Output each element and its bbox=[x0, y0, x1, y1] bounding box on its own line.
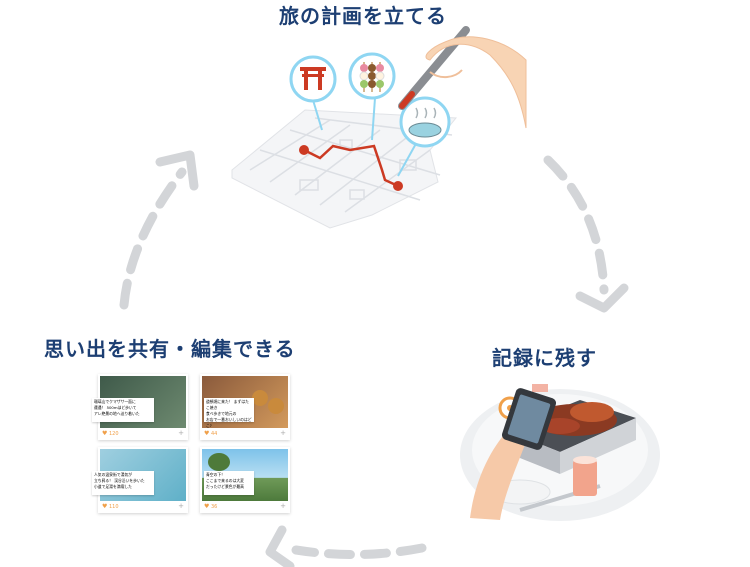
card-caption-3: 人気の温泉街で湯気が 立ち昇る！ 渓谷沿いを歩いた 小道で足湯を満喫した bbox=[92, 471, 154, 495]
plus-icon[interactable]: + bbox=[178, 502, 184, 510]
plus-icon[interactable]: + bbox=[178, 429, 184, 437]
cup-icon bbox=[573, 456, 597, 496]
torii-icon bbox=[289, 55, 337, 131]
memory-card-1[interactable]: 瑠璃山でクマザサ一面に 遭遇！ 500mほど歩いて アレ絶景の地へ辿り着いた ♥… bbox=[92, 374, 188, 440]
dango-icon bbox=[348, 52, 396, 141]
map-sheet bbox=[231, 109, 458, 229]
onsen-icon bbox=[397, 96, 451, 177]
memory-card-3[interactable]: 人気の温泉街で湯気が 立ち昇る！ 渓谷沿いを歩いた 小道で足湯を満喫した ♥ 1… bbox=[92, 447, 188, 513]
arrowhead-left bbox=[265, 525, 295, 567]
step-share-title: 思い出を共有・編集できる bbox=[44, 337, 296, 361]
card-caption-1: 瑠璃山でクマザサ一面に 遭遇！ 500mほど歩いて アレ絶景の地へ辿り着いた bbox=[92, 398, 154, 422]
arrow-share-to-plan bbox=[119, 167, 187, 310]
memory-card-2[interactable]: 道頓堀に来た！ まずはたこ焼き 食べ歩きで地元の お店で一番おいしいのはどこ? … bbox=[200, 374, 290, 440]
arrow-plan-to-record bbox=[543, 155, 609, 295]
plus-icon[interactable]: + bbox=[280, 502, 286, 510]
arrowhead-up bbox=[155, 150, 199, 191]
route-line bbox=[303, 144, 399, 188]
hand-plan bbox=[425, 36, 527, 129]
step-record-title: 記録に残す bbox=[492, 346, 597, 370]
step-plan-title: 旅の計画を立てる bbox=[279, 4, 447, 28]
card-caption-2: 道頓堀に来た！ まずはたこ焼き 食べ歩きで地元の お店で一番おいしいのはどこ? bbox=[204, 398, 254, 428]
likes-count-1: 120 bbox=[109, 431, 119, 437]
route-start-dot bbox=[299, 145, 309, 155]
arrowhead-down bbox=[575, 283, 629, 313]
heart-icon: ♥ bbox=[102, 430, 108, 437]
likes-count-3: 110 bbox=[109, 504, 119, 510]
likes-count-2: 44 bbox=[211, 431, 218, 437]
plus-icon[interactable]: + bbox=[280, 429, 286, 437]
arrow-record-to-share bbox=[291, 543, 427, 560]
memory-card-4[interactable]: 青空の下！ ここまで来るのは大変 だったけど景色が最高 ♥ 36 + bbox=[200, 447, 290, 513]
heart-icon: ♥ bbox=[204, 430, 210, 437]
heart-icon: ♥ bbox=[102, 503, 108, 510]
likes-count-4: 36 bbox=[211, 504, 218, 510]
card-caption-4: 青空の下！ ここまで来るのは大変 だったけど景色が最高 bbox=[204, 471, 254, 495]
phone-icon bbox=[501, 388, 557, 450]
route-end-dot bbox=[393, 181, 403, 191]
hand-record bbox=[470, 430, 528, 520]
heart-icon: ♥ bbox=[204, 503, 210, 510]
